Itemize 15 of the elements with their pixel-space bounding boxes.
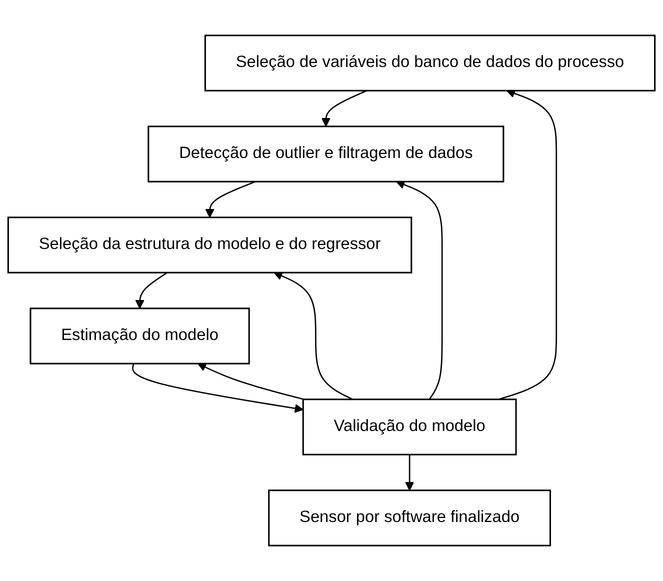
arrow (132, 363, 304, 413)
arrow (405, 454, 414, 491)
arrow (205, 181, 256, 218)
arrow (135, 272, 168, 309)
node-box: Sensor por software finalizado (268, 490, 552, 546)
arrow (321, 90, 368, 127)
arrow (396, 180, 443, 400)
node-box: Seleção da estrutura do modelo e do regressor (7, 216, 412, 274)
node-box: Estimação do modelo (30, 308, 250, 364)
node-box: Validação do modelo (302, 398, 517, 456)
node-box: Detecção de outlier e filtragem de dados (148, 126, 504, 182)
node-box: Seleção de variáveis do banco de dados do processo (204, 34, 656, 92)
arrow (274, 272, 353, 400)
arrow (197, 363, 304, 400)
arrow (498, 89, 558, 400)
